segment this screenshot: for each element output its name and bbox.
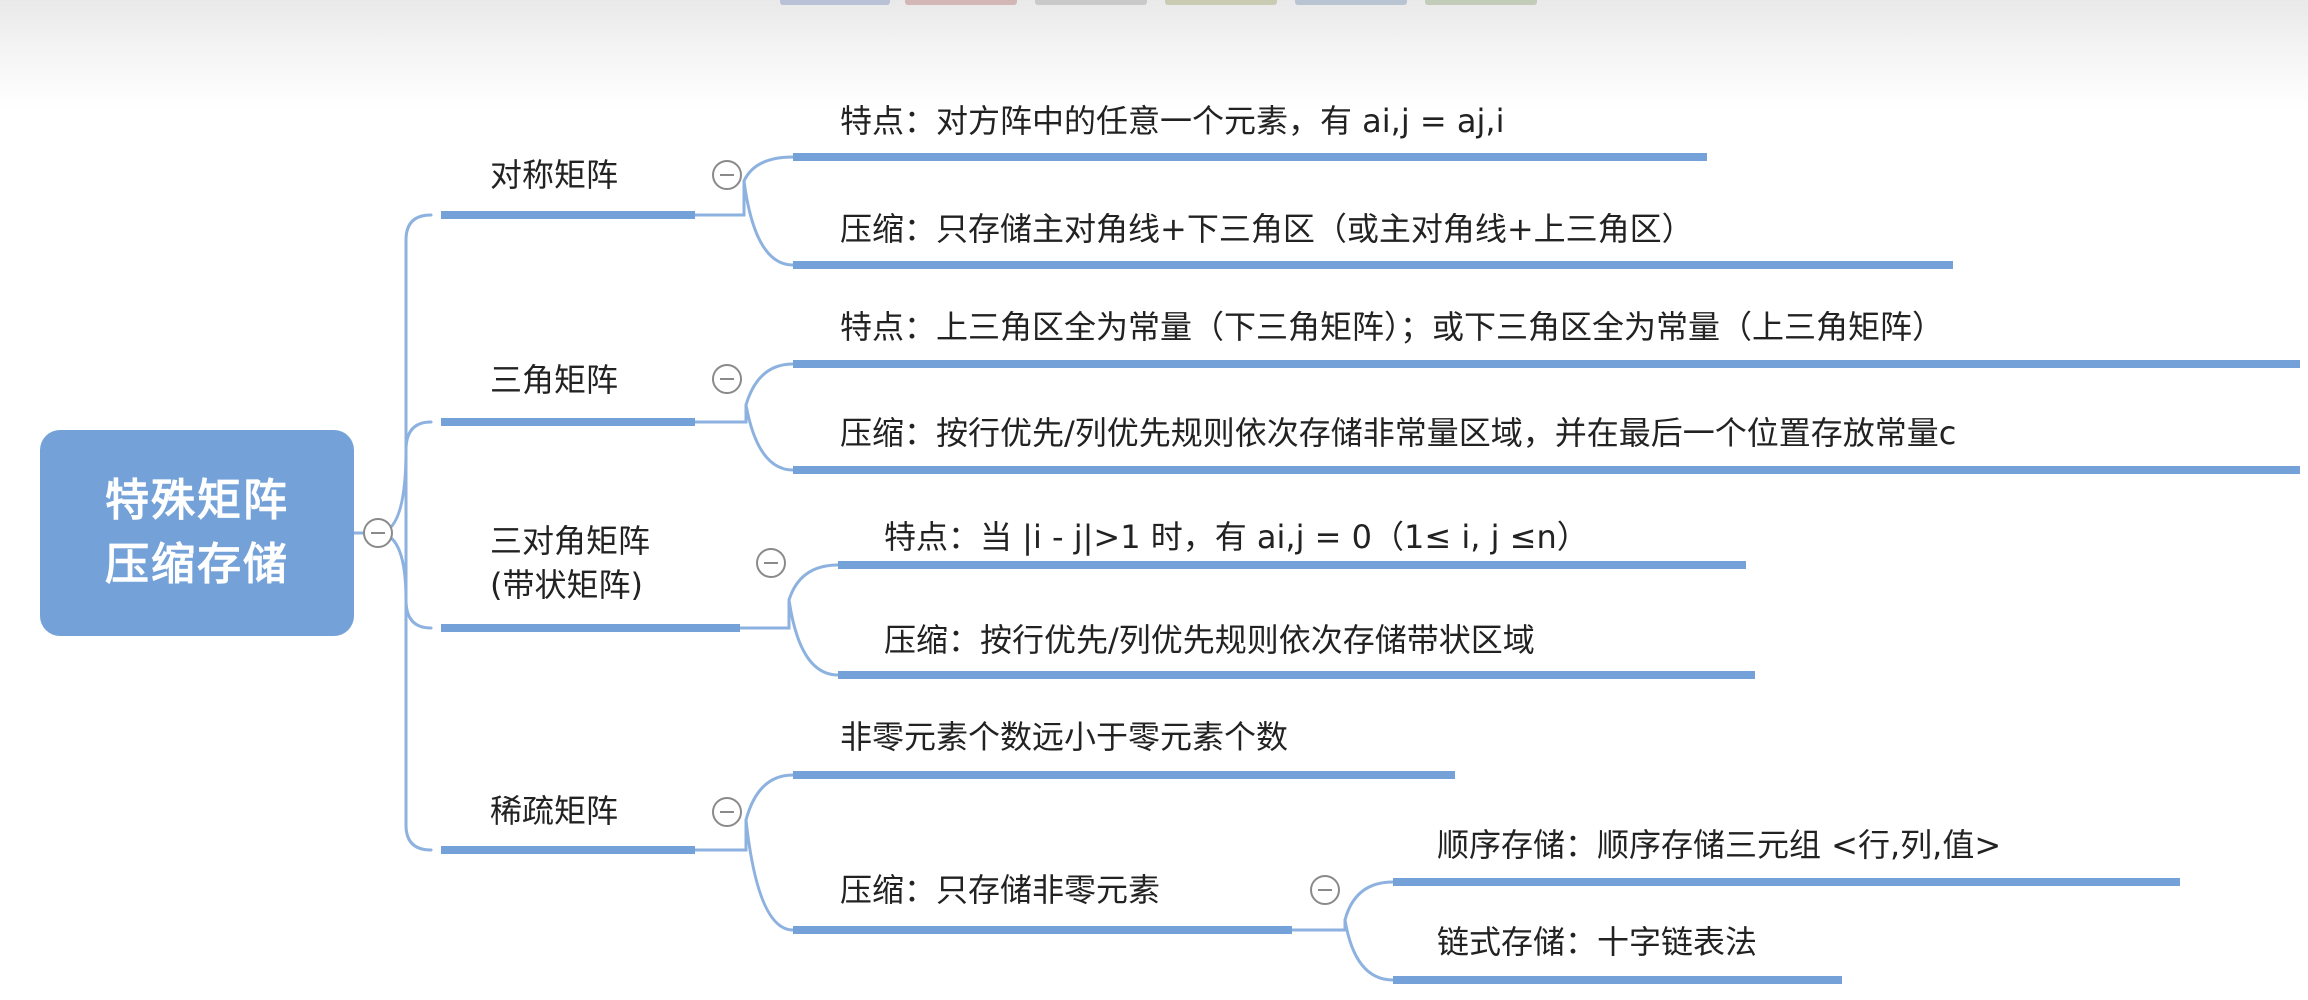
toolbar-tab-3[interactable] <box>1035 0 1147 5</box>
connector-b1-bottom <box>742 179 795 267</box>
leaf-b3-compress[interactable]: 压缩：按行优先/列优先规则依次存储带状区域 <box>884 621 1535 659</box>
branch-triangular-matrix[interactable]: 三角矩阵 <box>490 361 619 399</box>
collapse-branch-3-icon[interactable] <box>756 548 786 578</box>
connector-b4-stub <box>693 818 748 852</box>
toolbar-tab-2[interactable] <box>905 0 1017 5</box>
connector-b3-top <box>787 563 840 602</box>
connector-b2-stub <box>693 403 748 424</box>
collapse-root-icon[interactable] <box>363 518 393 548</box>
connector-b2-bottom <box>744 403 795 472</box>
collapse-branch-2-icon[interactable] <box>712 364 742 394</box>
leaf-b1-feature[interactable]: 特点：对方阵中的任意一个元素，有 ai,j = aj,i <box>840 102 1505 140</box>
root-label-line2: 压缩存储 <box>105 539 289 590</box>
branch-symmetric-matrix[interactable]: 对称矩阵 <box>490 156 619 194</box>
toolbar-tab-5[interactable] <box>1295 0 1407 5</box>
leaf-b2-feature[interactable]: 特点：上三角区全为常量（下三角矩阵）；或下三角区全为常量（上三角矩阵） <box>840 308 1945 346</box>
leaf-b4-compress[interactable]: 压缩：只存储非零元素 <box>840 871 1161 909</box>
connector-b1-top <box>742 155 795 183</box>
connector-b2-top <box>744 362 795 407</box>
leaf-b4-linked-storage[interactable]: 链式存储：十字链表法 <box>1437 923 1758 961</box>
toolbar-tab-4[interactable] <box>1165 0 1277 5</box>
collapse-branch-4-icon[interactable] <box>712 797 742 827</box>
leaf-b1-compress[interactable]: 压缩：只存储主对角线+下三角区（或主对角线+上三角区） <box>840 210 1694 248</box>
connector-b4c2-bottom <box>1343 918 1395 982</box>
root-node[interactable]: 特殊矩阵 压缩存储 <box>40 430 354 636</box>
root-label-line1: 特殊矩阵 <box>105 475 289 526</box>
leaf-b4-definition[interactable]: 非零元素个数远小于零元素个数 <box>840 718 1289 756</box>
leaf-b3-feature[interactable]: 特点：当 |i - j|>1 时，有 ai,j = 0（1≤ i, j ≤n） <box>884 518 1589 556</box>
connector-b3-bottom <box>787 598 840 677</box>
connector-b3-stub <box>738 598 791 630</box>
leaf-b2-compress[interactable]: 压缩：按行优先/列优先规则依次存储非常量区域，并在最后一个位置存放常量c <box>840 414 1957 452</box>
branch-sparse-matrix[interactable]: 稀疏矩阵 <box>490 792 619 830</box>
collapse-branch-1-icon[interactable] <box>712 160 742 190</box>
branch-tridiagonal-title-line1[interactable]: 三对角矩阵 <box>490 522 651 560</box>
leaf-b4-sequential-storage[interactable]: 顺序存储：顺序存储三元组 <行,列,值> <box>1437 826 2002 864</box>
connector-trunk <box>404 213 433 852</box>
connector-b1-stub <box>693 179 746 217</box>
window-top-bar <box>0 0 2308 110</box>
connector-b4-bottom <box>744 818 795 932</box>
collapse-b4-compress-icon[interactable] <box>1310 875 1340 905</box>
connector-b4-top <box>744 773 795 822</box>
toolbar-tab-6[interactable] <box>1425 0 1537 5</box>
connector-b4c2-stub <box>1290 918 1347 932</box>
branch-tridiagonal-title-line2[interactable]: (带状矩阵) <box>490 566 643 604</box>
toolbar-tab-1[interactable] <box>780 0 890 5</box>
connector-b4c2-top <box>1343 880 1395 922</box>
